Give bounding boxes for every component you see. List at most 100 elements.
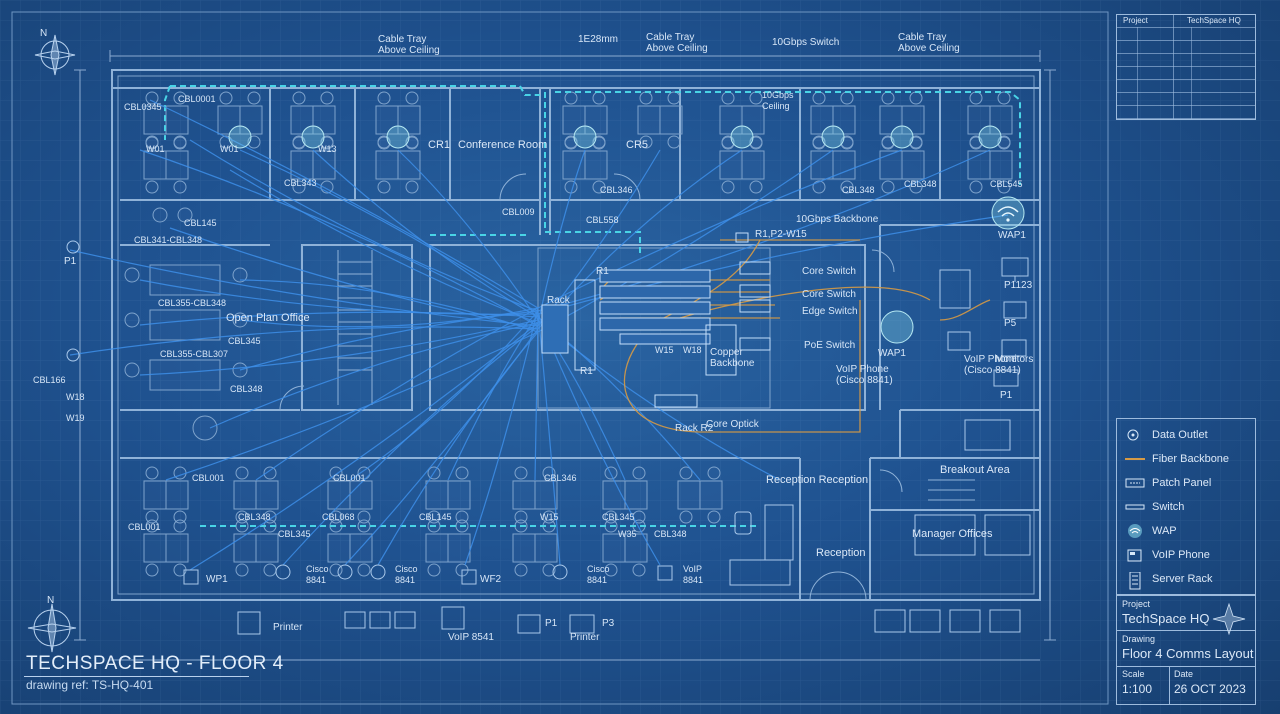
rack-r2-label: Rack R2	[675, 423, 714, 434]
chair	[514, 563, 528, 577]
cable-run	[69, 326, 539, 356]
chair	[542, 510, 556, 524]
chair	[145, 563, 159, 577]
cable-label: CBL348	[904, 179, 937, 189]
chair	[997, 180, 1011, 194]
edge-switch-label: Edge Switch	[802, 306, 858, 317]
label-line: Above Ceiling	[898, 43, 960, 54]
cable-run	[349, 310, 539, 481]
date-label: Date	[1174, 669, 1194, 679]
cable-label: CBL348	[238, 512, 271, 522]
switch-icon	[1125, 500, 1145, 514]
workstation-label: W13	[318, 144, 337, 154]
cable-tray	[164, 85, 1021, 527]
north-label-bottom: N	[47, 595, 54, 606]
legend-label: Fiber Backbone	[1152, 453, 1230, 465]
label-line: Cisco	[587, 564, 610, 574]
cable-label: CBL355-CBL348	[158, 298, 226, 308]
legend-label: VoIP Phone	[1152, 549, 1210, 561]
label-line: Backbone	[710, 358, 755, 369]
right-side-devices	[729, 257, 1031, 633]
cable-run	[537, 319, 781, 481]
north-arrow-top	[34, 34, 76, 76]
chair	[145, 510, 159, 524]
room-cr1: CR1	[428, 139, 450, 151]
legend-label: Switch	[1152, 501, 1185, 513]
bottom-devices	[66, 240, 673, 635]
legend-item: VoIP Phone	[1125, 545, 1210, 565]
chair	[707, 466, 721, 480]
north-arrow-bottom	[27, 603, 77, 653]
printer-label: Printer	[273, 622, 303, 633]
project-value: TechSpace HQ	[1122, 611, 1210, 626]
p3-bottom-label: P3	[602, 618, 615, 629]
chair	[592, 91, 606, 105]
cable-label: CBL346	[544, 473, 577, 483]
cable-label: CBL009	[502, 207, 535, 217]
cable-run	[139, 319, 539, 376]
chair	[721, 91, 735, 105]
cable-label: CBL0001	[178, 94, 216, 104]
label-line: 8841	[395, 575, 415, 585]
workstation-label: W01	[220, 144, 239, 154]
core-switch-1-label: Core Switch	[802, 266, 856, 277]
label-line: 8841	[587, 575, 607, 585]
chair	[357, 510, 371, 524]
chair	[145, 466, 159, 480]
chair	[667, 135, 681, 149]
chair	[604, 510, 618, 524]
chair	[969, 91, 983, 105]
cable-label: CBL145	[184, 218, 217, 228]
cable-label: CBL068	[322, 512, 355, 522]
drawing-label: Drawing	[1122, 634, 1156, 644]
chair	[173, 519, 187, 533]
chair	[881, 180, 895, 194]
chair	[329, 510, 343, 524]
label-line: (Cisco 8841)	[964, 365, 1021, 376]
p1123-label: P1123	[1004, 280, 1033, 291]
cable-run	[239, 149, 539, 315]
date-value: 26 OCT 2023	[1174, 682, 1246, 696]
cable-run	[537, 149, 586, 324]
chair	[997, 91, 1011, 105]
chair	[235, 563, 249, 577]
workstation-label: W15	[655, 345, 674, 355]
revision-header-left: Project	[1123, 16, 1148, 25]
main-rack	[541, 232, 771, 408]
chair	[667, 91, 681, 105]
chair	[514, 466, 528, 480]
chair	[235, 466, 249, 480]
chair	[329, 563, 343, 577]
chair	[173, 91, 187, 105]
chair	[263, 563, 277, 577]
cable-label: CBL166	[33, 375, 66, 385]
wp1-label: WP1	[206, 574, 228, 585]
chair	[707, 510, 721, 524]
backbone-top-label: 10Gbps Backbone	[796, 214, 879, 225]
chair	[235, 510, 249, 524]
chair	[247, 91, 261, 105]
cable-label: CBL343	[284, 178, 317, 188]
cable-label: CBL545	[990, 179, 1023, 189]
chair	[840, 180, 854, 194]
cable-label: CBL355-CBL307	[160, 349, 228, 359]
legend-label: Server Rack	[1152, 573, 1213, 585]
chair	[145, 91, 159, 105]
drawing-title-underline	[24, 676, 249, 677]
chair	[405, 91, 419, 105]
top-room-walls	[112, 87, 1040, 235]
project-label: Project	[1122, 599, 1151, 609]
cable-label: CBL345	[228, 336, 261, 346]
legend-item: Patch Panel	[1125, 473, 1211, 493]
wifi-icon	[1125, 524, 1145, 538]
chair	[909, 91, 923, 105]
label-line: 8841	[683, 575, 703, 585]
cable-run	[537, 149, 903, 309]
label-line: VoIP Phone	[964, 354, 1017, 365]
chair	[969, 180, 983, 194]
chair	[263, 510, 277, 524]
